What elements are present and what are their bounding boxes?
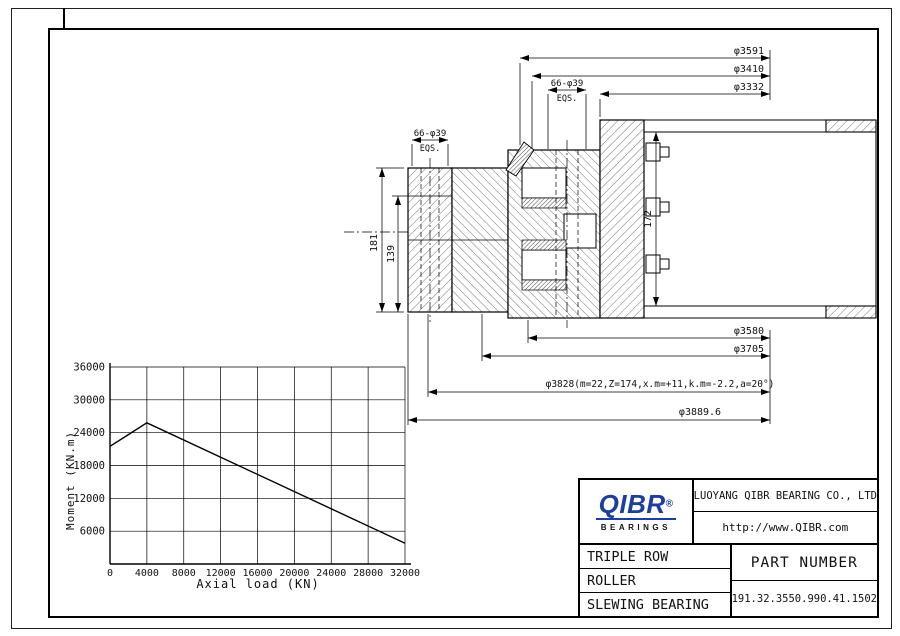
seal-section — [505, 141, 535, 177]
svg-text:4000: 4000 — [135, 568, 159, 579]
svg-text:32000: 32000 — [390, 568, 420, 579]
svg-text:28000: 28000 — [353, 568, 383, 579]
title-block: QIBR® BEARINGS LUOYANG QIBR BEARING CO.,… — [578, 478, 879, 618]
chart-y-axis-label: Moment (KN.m) — [64, 430, 77, 530]
company-cell: LUOYANG QIBR BEARING CO., LTD http://www… — [693, 480, 877, 543]
product-name-cell: TRIPLE ROW ROLLER SLEWING BEARING — [580, 545, 732, 616]
dim-text-d3889: φ3889.6 — [679, 407, 721, 418]
dim-text-d3410: φ3410 — [734, 64, 764, 75]
svg-text:6000: 6000 — [80, 526, 105, 538]
mounting-bolts — [645, 142, 670, 274]
chart-grid — [109, 366, 406, 564]
product-line-3: SLEWING BEARING — [587, 596, 709, 613]
product-line-2: ROLLER — [580, 569, 730, 593]
part-number-cell: PART NUMBER 191.32.3550.990.41.1502 — [731, 545, 877, 616]
gear-ring — [599, 119, 645, 319]
title-block-header-row: QIBR® BEARINGS LUOYANG QIBR BEARING CO.,… — [580, 480, 877, 545]
dimension-texts: φ3591 φ3410 φ3332 66-φ39 EQS. 66-φ39 EQS… — [369, 46, 774, 418]
svg-text:24000: 24000 — [316, 568, 346, 579]
dim-text-gear-spec: φ3828(m=22,Z=174,x.m=+11,k.m=-2.2,a=20°) — [546, 379, 775, 390]
roller-rows — [521, 167, 597, 291]
moment-capacity-curve — [109, 422, 406, 544]
svg-text:12000: 12000 — [73, 493, 105, 505]
svg-text:8000: 8000 — [172, 568, 196, 579]
lower-axial-roller — [521, 249, 567, 281]
sheet-outer-border — [11, 8, 892, 629]
bolt-callout-left: 66-φ39 — [414, 129, 447, 139]
dim-text-d3591: φ3591 — [734, 46, 764, 57]
chart-axes — [109, 363, 411, 565]
dim-text-h139: 139 — [386, 245, 397, 263]
part-number-value: 191.32.3550.990.41.1502 — [731, 592, 877, 605]
svg-text:24000: 24000 — [73, 427, 105, 439]
bolt-callout-left-eqs: EQS. — [420, 144, 440, 154]
upper-axial-roller — [521, 167, 567, 199]
dim-text-h181: 181 — [369, 234, 380, 252]
svg-text:0: 0 — [107, 568, 113, 579]
dim-text-h172: 172 — [643, 210, 654, 228]
svg-text:36000: 36000 — [73, 362, 105, 374]
chart-x-axis-label: Axial load (KN) — [196, 577, 320, 591]
dim-text-d3332: φ3332 — [734, 82, 764, 93]
bolt-callout-top: 66-φ39 — [551, 79, 584, 89]
logo-underline — [595, 518, 676, 520]
svg-text:12000: 12000 — [206, 568, 236, 579]
axial-moment-chart: 0 4000 8000 12000 16000 20000 24000 28000 32000 6… — [73, 362, 420, 580]
bolt-callout-top-eqs: EQS. — [557, 94, 577, 104]
chart-tick-labels: 0 4000 8000 12000 16000 20000 24000 28000 32000 6… — [73, 362, 420, 580]
logo-text: QIBR — [598, 489, 666, 519]
qibr-logo: QIBR® — [599, 491, 673, 517]
company-name: LUOYANG QIBR BEARING CO., LTD — [693, 480, 877, 512]
radial-roller — [563, 213, 597, 249]
company-website: http://www.QIBR.com — [722, 521, 849, 534]
svg-text:16000: 16000 — [242, 568, 272, 579]
fold-mark — [63, 8, 65, 28]
title-block-product-row: TRIPLE ROW ROLLER SLEWING BEARING PART N… — [580, 545, 877, 616]
drawing-frame — [48, 28, 879, 618]
registered-trademark-icon: ® — [665, 498, 674, 510]
dim-text-d3705: φ3705 — [734, 344, 764, 355]
logo-subtitle: BEARINGS — [600, 523, 671, 532]
svg-text:30000: 30000 — [73, 394, 105, 406]
svg-text:20000: 20000 — [279, 568, 309, 579]
dimension-lines — [376, 50, 771, 425]
mating-structure — [644, 119, 877, 319]
part-number-label: PART NUMBER — [731, 545, 877, 581]
logo-cell: QIBR® BEARINGS — [580, 480, 694, 543]
product-line-1: TRIPLE ROW — [580, 545, 730, 569]
dim-text-d3580: φ3580 — [734, 326, 764, 337]
svg-text:18000: 18000 — [73, 460, 105, 472]
